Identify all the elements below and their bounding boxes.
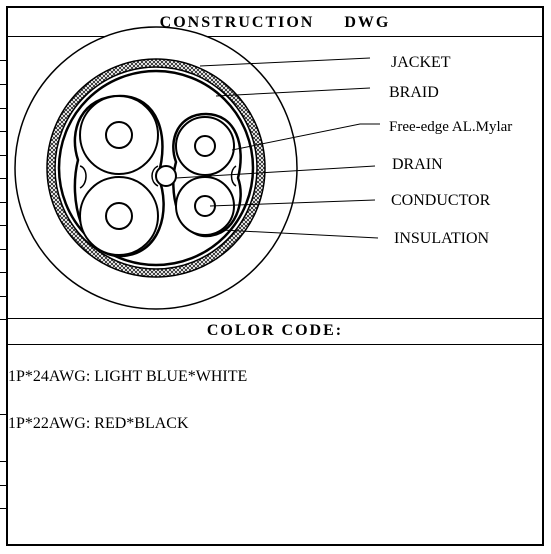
color-code-line-1: 1P*24AWG: LIGHT BLUE*WHITE	[8, 368, 248, 385]
left-lower-conductor	[105, 202, 133, 230]
drain-leader	[175, 165, 376, 179]
drain-label: DRAIN	[392, 156, 443, 173]
mylar-leader	[231, 123, 380, 151]
drain-wire	[155, 165, 177, 187]
section-divider	[8, 318, 542, 319]
color-code-title: COLOR CODE:	[206, 322, 344, 339]
color-code-line-2: 1P*22AWG: RED*BLACK	[8, 415, 189, 432]
jacket-leader	[199, 57, 371, 67]
mylar-label: Free-edge AL.Mylar	[389, 119, 513, 135]
conductor-leader	[209, 199, 376, 207]
braid-label: BRAID	[389, 84, 439, 101]
insulation-label: INSULATION	[394, 230, 490, 247]
right-upper-conductor	[194, 135, 216, 157]
insulation-leader	[221, 229, 379, 239]
construction-title: CONSTRUCTION DWG	[159, 14, 391, 31]
jacket-label: JACKET	[391, 54, 451, 71]
conductor-label: CONDUCTOR	[391, 192, 491, 209]
leader-lines	[175, 57, 380, 239]
left-upper-conductor	[105, 121, 133, 149]
header-divider	[8, 36, 542, 37]
drawing-frame: CONSTRUCTION DWG COLOR CODE:	[6, 6, 544, 546]
color-code-divider	[8, 344, 542, 345]
braid-leader	[215, 87, 371, 97]
